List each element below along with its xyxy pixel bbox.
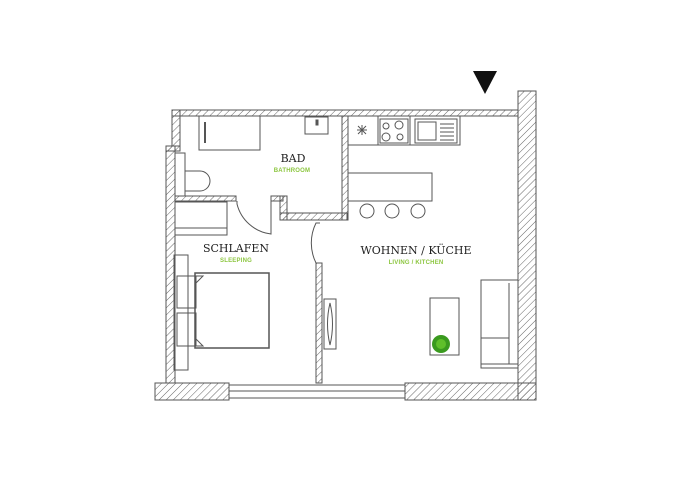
- toilet: [184, 170, 211, 192]
- fan-icon: [357, 125, 367, 135]
- kitchen-sink: [414, 118, 458, 144]
- wall-bottom-left: [154, 382, 230, 401]
- coffee-table: [429, 297, 460, 356]
- room-sublabel-living: LIVING / KITCHEN: [388, 260, 444, 266]
- bath-door[interactable]: [236, 201, 272, 235]
- wall-bath-bottom: [279, 212, 348, 221]
- wall-bath-left: [171, 109, 181, 147]
- tv-stand: [323, 298, 337, 350]
- wall-top: [171, 109, 519, 117]
- room-label-bath: BAD: [280, 152, 306, 165]
- bathtub: [198, 115, 261, 151]
- wall-bed-living: [315, 262, 323, 384]
- stove: [379, 118, 409, 144]
- bar-stool: [410, 203, 426, 219]
- plant-icon: [432, 335, 450, 353]
- wardrobe: [174, 201, 228, 236]
- bedroom-door[interactable]: [310, 222, 320, 264]
- room-label-living: WOHNEN / KÜCHE: [360, 244, 472, 257]
- sink: [304, 116, 329, 135]
- entrance-arrow-icon: [473, 71, 497, 94]
- room-label-sleeping: SCHLAFEN: [202, 242, 270, 255]
- kitchen-counter: [347, 115, 461, 146]
- bed: [194, 272, 270, 349]
- wall-bath-step: [165, 145, 181, 152]
- bar-stool: [384, 203, 400, 219]
- pillow: [176, 312, 197, 347]
- wall-right: [517, 90, 537, 401]
- sofa: [480, 279, 519, 369]
- room-sublabel-bath: BATHROOM: [273, 168, 311, 174]
- wall-bath-right: [341, 115, 349, 221]
- kitchen-island: [347, 172, 433, 202]
- bar-stool: [359, 203, 375, 219]
- walls: [154, 90, 537, 401]
- wall-bath-bed: [174, 195, 237, 202]
- room-sublabel-sleeping: SLEEPING: [220, 258, 252, 264]
- pillow: [176, 275, 197, 309]
- wall-bottom-right: [404, 382, 537, 401]
